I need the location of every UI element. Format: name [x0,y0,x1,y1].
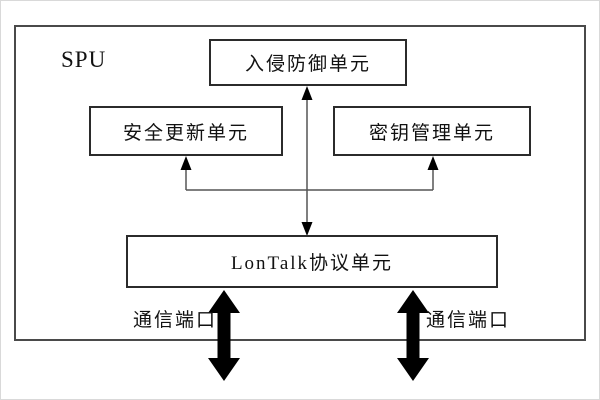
spu-frame-label: SPU [61,47,107,72]
connector-bus-to-update-and-key [180,156,439,191]
node-key-management-unit: 密钥管理单元 [333,106,531,156]
node-security-update-unit: 安全更新单元 [89,106,283,156]
thick-port-arrow-left [208,290,240,381]
node-intrusion-prevention-unit: 入侵防御单元 [209,39,407,86]
node-lontalk-protocol-unit: LonTalk协议单元 [126,235,498,288]
spu-frame [14,25,586,341]
bidirectional-arrow-intrusion-lontalk [301,86,313,236]
thick-port-arrow-right [397,290,429,381]
port-label-right: 通信端口 [426,310,511,331]
port-label-left: 通信端口 [133,310,218,331]
